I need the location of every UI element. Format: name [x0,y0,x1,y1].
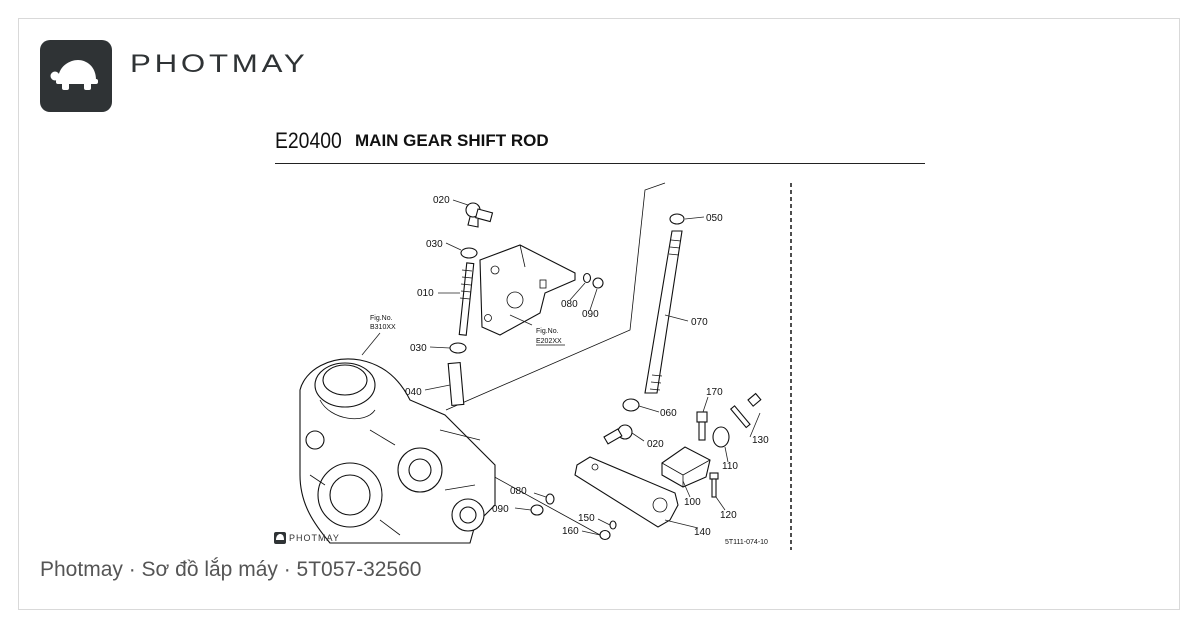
nut-090-top [592,277,604,289]
fig-ref-1-label: Fig.No. [370,315,393,322]
label-170: 170 [706,387,723,398]
card [18,18,1180,610]
fig-ref-1-value: B310XX [370,324,396,331]
leader-lines [361,199,761,536]
label-020-lower: 020 [647,439,664,450]
nut-090-bottom [530,504,544,516]
label-040: 040 [405,387,422,398]
ball-joint-top [465,202,494,228]
label-100: 100 [684,497,701,508]
brand-name: PHOTMAY [130,50,309,78]
bushing-110 [712,426,730,448]
diagram-code: E20400 [275,128,342,153]
caption: Photmay · Sơ đồ lắp máy · 5T057-32560 [40,558,422,581]
washer-080-bottom [545,493,555,505]
label-090-bottom: 090 [492,504,509,515]
label-160: 160 [562,526,579,537]
turtle-icon [50,60,98,90]
parts-diagram: 020 030 010 030 040 080 090 050 070 060 … [274,182,792,550]
bolt-130 [729,392,762,429]
bolt-170 [696,411,708,441]
bolt-120 [709,472,719,498]
label-110: 110 [722,461,738,472]
label-060: 060 [660,408,677,419]
bracket-plate [479,244,576,336]
rod-010 [458,262,475,336]
nut-050 [669,213,685,225]
label-150: 150 [578,513,595,524]
drawing-id: 5T111-074-10 [725,539,768,546]
brand-logo[interactable] [40,40,112,112]
label-030-bottom: 030 [410,343,427,354]
nut-060 [622,398,640,412]
label-140: 140 [694,527,711,538]
nut-030-bottom [449,342,467,354]
ball-joint-lower [603,424,633,445]
label-030-top: 030 [426,239,443,250]
label-010: 010 [417,288,434,299]
subassembly-frame [445,182,666,411]
washer-150 [609,520,617,530]
label-050: 050 [706,213,723,224]
fig-ref-2-value: E202XX [536,338,562,345]
label-080-bottom: 080 [510,486,527,497]
watermark-text: PHOTMAY [289,533,340,543]
label-120: 120 [720,510,737,521]
label-130: 130 [752,435,769,446]
washer-080-top [582,272,592,284]
diagram-title: MAIN GEAR SHIFT ROD [355,131,549,150]
spacer-040 [447,361,465,407]
fig-ref-2-label: Fig.No. [536,328,559,335]
label-090-top: 090 [582,309,599,320]
watermark: PHOTMAY [274,532,340,544]
label-070: 070 [691,317,708,328]
nut-160 [599,529,611,541]
nut-030-top [460,247,478,259]
plate-140 [574,456,679,528]
title-rule [275,163,925,164]
label-080-top: 080 [561,299,578,310]
label-020-top: 020 [433,195,450,206]
rod-070 [644,230,683,394]
transmission-housing [299,358,496,544]
block-100 [661,446,711,488]
